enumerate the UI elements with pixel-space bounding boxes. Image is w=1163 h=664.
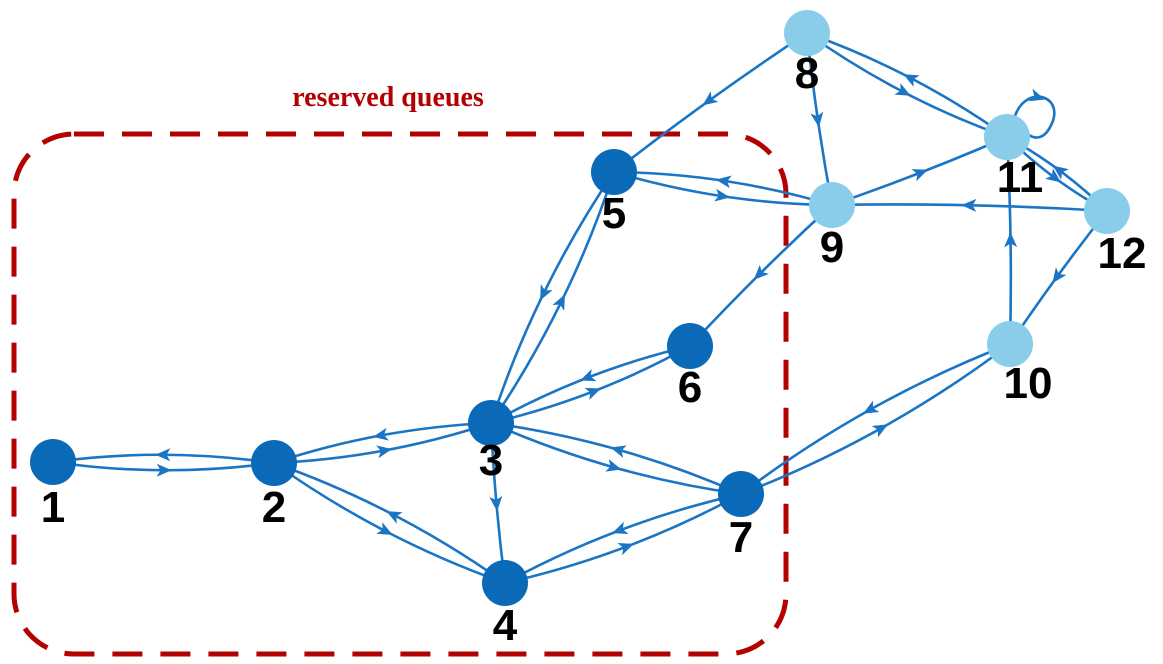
edge-1-to-2-arrow xyxy=(156,463,172,477)
edge-12-to-9-arrow xyxy=(961,198,977,212)
edge-9-to-11-arrow xyxy=(911,169,928,182)
edge-3-to-2-arrow xyxy=(372,427,389,441)
edge-12-to-10-arrow xyxy=(1052,267,1067,284)
edge-6-to-3-arrow xyxy=(580,369,597,382)
edge-8-to-5-arrow xyxy=(702,91,719,106)
node-1-label: 1 xyxy=(41,483,65,532)
edge-8-to-11 xyxy=(806,31,1008,139)
edge-3-to-7-arrow xyxy=(605,459,622,472)
edge-9-to-5 xyxy=(613,170,833,207)
edge-4-to-7-arrow xyxy=(617,543,634,556)
edge-5-to-3-arrow xyxy=(540,284,553,301)
edge-7-to-4 xyxy=(504,492,742,585)
node-12-label: 12 xyxy=(1098,229,1147,278)
node-8 xyxy=(784,10,830,56)
edge-2-to-3-arrow xyxy=(376,445,393,459)
edge-7-to-10 xyxy=(740,342,1011,496)
node-12 xyxy=(1084,188,1130,234)
node-7-label: 7 xyxy=(729,513,753,562)
node-3-label: 3 xyxy=(479,436,503,485)
edge-5-to-9-arrow xyxy=(714,188,731,202)
edge-5-to-9 xyxy=(613,170,833,207)
edge-9-to-6-arrow xyxy=(753,264,769,280)
edge-12-to-11-arrow xyxy=(1052,165,1069,180)
edge-2-to-1-arrow xyxy=(155,448,171,462)
nodes xyxy=(30,10,1130,606)
edge-11-to-12-arrow xyxy=(1045,168,1062,183)
edge-3-to-7 xyxy=(490,421,742,496)
node-3 xyxy=(468,400,514,446)
edge-4-to-2-arrow xyxy=(386,511,403,524)
node-8-label: 8 xyxy=(795,49,819,98)
edge-11-to-11 xyxy=(1013,95,1056,139)
node-10 xyxy=(987,321,1033,367)
edge-2-to-4-arrow xyxy=(376,522,393,535)
node-2 xyxy=(251,440,297,486)
edge-4-to-2 xyxy=(273,461,506,585)
edge-3-to-6 xyxy=(490,344,691,425)
edge-4-to-7 xyxy=(504,492,742,585)
node-7 xyxy=(718,471,764,517)
edge-10-to-11-arrow xyxy=(1004,232,1018,248)
node-9-label: 9 xyxy=(820,223,844,272)
edge-7-to-3 xyxy=(490,421,742,496)
edge-11-to-8-arrow xyxy=(903,74,920,87)
edge-2-to-4 xyxy=(273,461,506,585)
node-4 xyxy=(482,560,528,606)
node-9 xyxy=(809,182,855,228)
edges xyxy=(52,31,1109,585)
edge-5-to-3 xyxy=(489,171,616,424)
edge-10-to-7-arrow xyxy=(863,400,880,414)
edge-11-to-8 xyxy=(806,31,1008,139)
edge-7-to-3-arrow xyxy=(610,445,627,458)
node-4-label: 4 xyxy=(493,601,518,650)
node-1 xyxy=(30,439,76,485)
node-6-label: 6 xyxy=(678,363,702,412)
edge-3-to-2 xyxy=(273,421,492,465)
node-5-label: 5 xyxy=(602,189,626,238)
edge-8-to-9-arrow xyxy=(810,111,824,128)
node-2-label: 2 xyxy=(262,483,286,532)
edge-6-to-3 xyxy=(490,344,691,425)
node-11-label: 11 xyxy=(997,153,1044,202)
edge-7-to-4-arrow xyxy=(612,521,629,534)
edge-3-to-4-arrow xyxy=(489,495,503,512)
edge-9-to-5-arrow xyxy=(715,175,732,189)
node-11 xyxy=(984,114,1030,160)
reserved-queues-label: reserved queues xyxy=(292,82,484,113)
edge-3-to-5 xyxy=(489,171,616,424)
edge-8-to-11-arrow xyxy=(894,83,911,96)
edge-3-to-5-arrow xyxy=(552,294,565,311)
edge-11-to-11-arrow xyxy=(1028,88,1045,102)
node-6 xyxy=(667,323,713,369)
edge-2-to-3 xyxy=(273,421,492,465)
node-10-label: 10 xyxy=(1004,359,1053,408)
node-5 xyxy=(591,149,637,195)
edge-7-to-10-arrow xyxy=(871,424,888,438)
edge-3-to-6-arrow xyxy=(584,387,601,400)
edge-10-to-7 xyxy=(740,342,1011,496)
reserved-queues-region xyxy=(11,131,789,657)
